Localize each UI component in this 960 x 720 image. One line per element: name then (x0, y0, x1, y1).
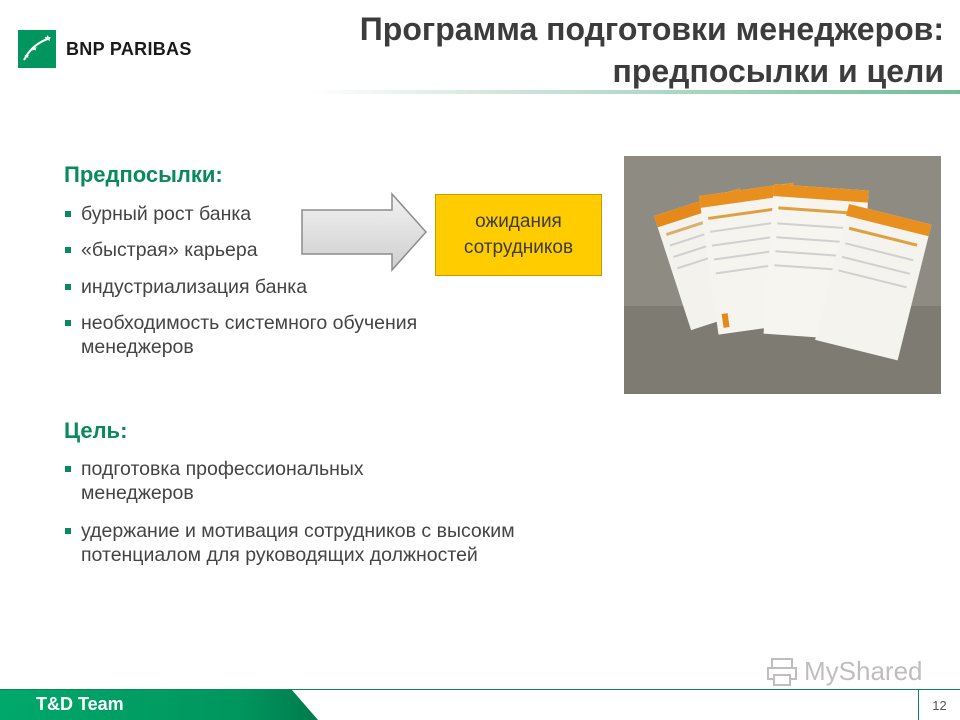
slide-title: Программа подготовки менеджеров: предпос… (360, 8, 944, 92)
list-item: необходимость системного обучения менедж… (64, 311, 521, 359)
page-number-text: 12 (932, 697, 947, 713)
watermark-text: MyShared (804, 656, 923, 686)
right-arrow-icon (301, 192, 428, 272)
documents-photo-icon (624, 156, 941, 394)
title-divider (310, 90, 960, 94)
expectations-line-1: ожидания (475, 211, 562, 232)
watermark: MyShared (766, 656, 923, 687)
printer-icon (767, 657, 797, 686)
footer-bar (0, 690, 318, 720)
list-item: индустриализация банка (64, 275, 524, 299)
list-item: подготовка профессиональных менеджеров (64, 457, 461, 505)
expectations-box: ожидания сотрудников (435, 194, 602, 276)
prerequisites-heading: Предпосылки: (64, 162, 223, 187)
list-item: бурный рост банка (64, 202, 524, 226)
goal-heading: Цель: (64, 418, 128, 443)
title-line-1: Программа подготовки менеджеров: (359, 11, 944, 47)
documents-photo (624, 156, 941, 394)
title-line-2: предпосылки и цели (612, 53, 945, 89)
stars-logo-icon (18, 30, 56, 68)
footer-label: T&D Team (36, 694, 124, 714)
prerequisites-list: бурный рост банка «быстрая» карьера инду… (64, 202, 524, 359)
goal-list: подготовка профессиональных менеджеров у… (64, 457, 544, 567)
expectations-line-2: сотрудников (463, 237, 574, 258)
brand-name: BNP PARIBAS (66, 38, 192, 59)
page-number: 12 (918, 690, 960, 720)
bnp-paribas-logo: BNP PARIBAS (18, 30, 192, 68)
list-item: удержание и мотивация сотрудников с высо… (64, 519, 551, 567)
list-item: «быстрая» карьера (64, 238, 524, 262)
footer-divider (0, 689, 960, 690)
